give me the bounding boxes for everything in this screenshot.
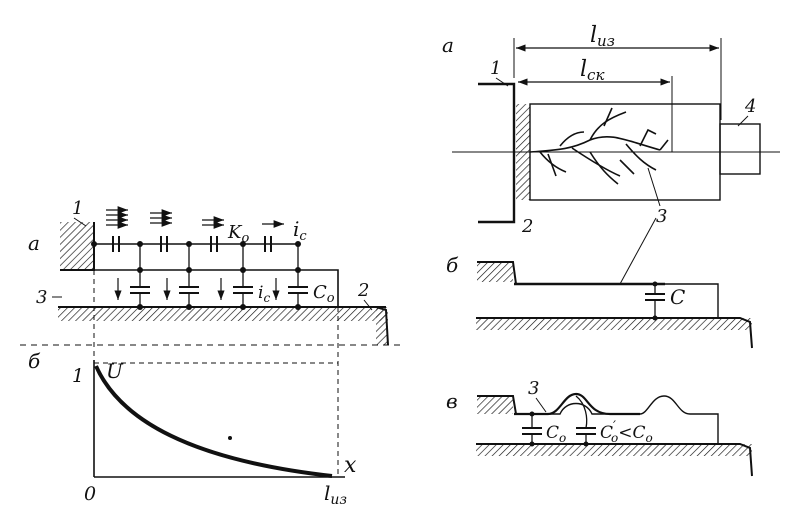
current-arrow-bundle-2 bbox=[150, 209, 172, 227]
dim-total-label: lиз bbox=[590, 23, 615, 50]
ground-electrode-2 bbox=[58, 306, 389, 346]
right-c-electrode bbox=[477, 396, 513, 414]
current-label: ic bbox=[293, 217, 307, 244]
right-a-callout-2: 2 bbox=[521, 216, 533, 237]
y-axis-label: U bbox=[106, 359, 124, 383]
y-value-label: 1 bbox=[72, 365, 84, 387]
dim-slide-label: lск bbox=[580, 57, 604, 84]
left-a-callout-3: 3 bbox=[36, 287, 47, 308]
left-panel-b: б 1 U x 0 lиз bbox=[20, 344, 400, 508]
x-end-label: lиз bbox=[324, 481, 347, 508]
series-capacitor bbox=[210, 236, 218, 252]
right-c-panel-letter: в bbox=[446, 389, 458, 413]
right-c-capacitor-2 bbox=[575, 395, 596, 447]
shunt-capacitor bbox=[179, 244, 199, 307]
discharge-channels bbox=[529, 107, 669, 185]
right-b-capacitor bbox=[645, 281, 665, 321]
callout-3-to-b-leader bbox=[619, 217, 657, 285]
shunt-cap-label: Co bbox=[313, 282, 335, 306]
shunt-capacitor bbox=[288, 244, 308, 307]
right-b-electrode bbox=[477, 262, 513, 282]
right-panel-c: в 3 Co C′o<Co bbox=[446, 378, 753, 477]
series-capacitor bbox=[160, 236, 168, 252]
right-b-ground bbox=[476, 318, 752, 330]
left-a-callout-2: 2 bbox=[357, 280, 369, 301]
right-b-insulator bbox=[665, 283, 719, 318]
right-c-ground-outline bbox=[476, 443, 753, 477]
right-c-callout-3-leader bbox=[535, 397, 547, 413]
series-cap-label: Ko bbox=[227, 222, 249, 246]
junction-dots bbox=[91, 241, 301, 310]
right-a-callout-1: 1 bbox=[490, 58, 501, 79]
series-capacitor bbox=[112, 236, 120, 252]
right-c-cap2-label: C′o<Co bbox=[600, 419, 653, 445]
right-panel-a: а lиз lск 1 4 bbox=[442, 23, 780, 285]
right-callout-4-leader bbox=[737, 115, 749, 127]
left-a-panel-letter: а bbox=[28, 231, 40, 255]
right-c-ground bbox=[476, 444, 752, 456]
electrode-1 bbox=[60, 222, 95, 271]
insulator-surface-3 bbox=[94, 269, 339, 307]
shunt-current-label: ic bbox=[258, 283, 270, 305]
shunt-capacitor bbox=[130, 244, 150, 307]
right-c-discharge-path bbox=[514, 392, 640, 416]
series-capacitor bbox=[264, 236, 272, 252]
right-b-electrode-outline bbox=[477, 261, 517, 285]
right-panel-b: б C bbox=[446, 253, 753, 349]
right-electrode-1 bbox=[478, 82, 516, 224]
right-callout-1-leader bbox=[495, 77, 509, 87]
right-c-capacitor-1 bbox=[522, 411, 542, 447]
current-arrow-bundle-3 bbox=[202, 216, 224, 229]
right-a-callout-4: 4 bbox=[744, 96, 756, 117]
right-electrode-4 bbox=[719, 123, 761, 175]
callout-1-leader bbox=[73, 217, 87, 227]
callout-2-leader bbox=[363, 299, 373, 311]
left-b-panel-letter: б bbox=[28, 349, 41, 373]
current-arrow-bundle-1 bbox=[106, 206, 128, 229]
right-b-panel-letter: б bbox=[446, 253, 459, 277]
left-a-callout-1: 1 bbox=[72, 198, 83, 219]
right-c-callout-3: 3 bbox=[528, 378, 539, 399]
right-c-cap1-label: Co bbox=[546, 423, 566, 445]
right-a-callout-3: 3 bbox=[656, 206, 667, 227]
shunt-capacitor bbox=[233, 244, 253, 307]
right-b-ground-outline bbox=[476, 317, 753, 349]
right-a-panel-letter: а bbox=[442, 33, 454, 57]
stray-dot bbox=[228, 436, 232, 440]
right-b-cap-label: C bbox=[670, 285, 685, 309]
right-c-electrode-outline bbox=[477, 395, 517, 415]
left-panel-a: а 1 2 3 bbox=[28, 198, 389, 475]
origin-label: 0 bbox=[84, 483, 96, 505]
voltage-decay-curve bbox=[94, 365, 333, 478]
right-c-insulator-profile bbox=[514, 395, 719, 444]
x-axis-label: x bbox=[344, 453, 357, 478]
right-callout-3-leader bbox=[647, 167, 661, 207]
shunt-current-arrows bbox=[114, 278, 280, 300]
